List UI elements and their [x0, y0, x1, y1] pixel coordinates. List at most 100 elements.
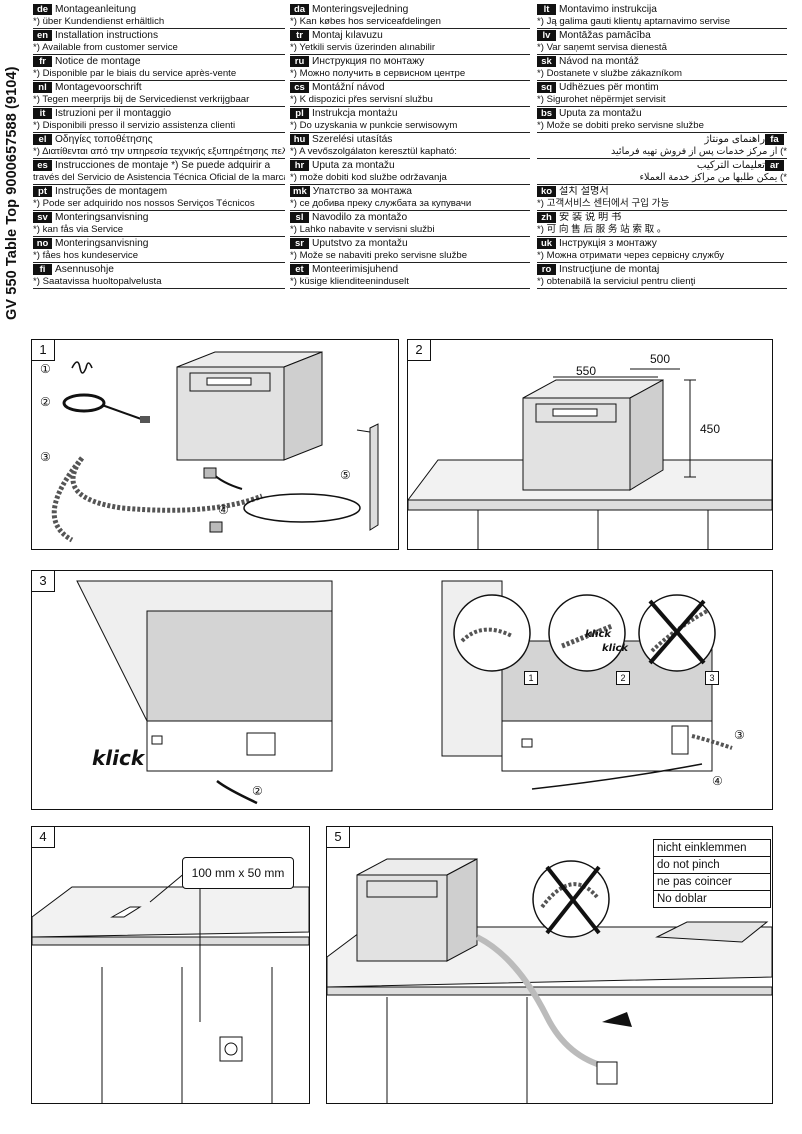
- language-title: راهنمای مونتاژ: [704, 134, 765, 145]
- language-code-badge: fr: [33, 56, 52, 67]
- language-availability-note: *) Može se nabaviti preko servisne služb…: [290, 250, 530, 263]
- language-title: Montaj kılavuzu: [312, 30, 383, 41]
- language-availability-note: *) Disponible par le biais du service ap…: [33, 68, 285, 81]
- language-code-badge: es: [33, 160, 52, 171]
- language-availability-note: *) Kan købes hos serviceafdelingen: [290, 16, 530, 29]
- language-code-badge: sl: [290, 212, 309, 223]
- language-title: Monteerimisjuhend: [312, 264, 399, 275]
- parts-illustration: [51, 351, 379, 543]
- language-code-badge: sr: [290, 238, 309, 249]
- language-code-badge: it: [33, 108, 52, 119]
- language-title: Monteringsanvisning: [55, 212, 149, 223]
- language-title: Monteringsanvisning: [55, 238, 149, 249]
- language-code-badge: mk: [290, 186, 310, 197]
- language-availability-note: *) obtenabilă la serviciul pentru clienţ…: [537, 276, 787, 289]
- panel-1-parts: 1 ① ② ③ ④ ⑤: [31, 339, 399, 550]
- language-title: Instrucţiune de montaj: [559, 264, 660, 275]
- language-code-badge: ro: [537, 264, 556, 275]
- language-title: 설치 설명서: [559, 186, 609, 197]
- language-availability-note: *) Διατίθενται από την υπηρεσία τεχνικής…: [33, 146, 285, 159]
- language-code-badge: de: [33, 4, 52, 15]
- language-code-badge: ar: [765, 160, 784, 171]
- part-label-3: ③: [40, 450, 51, 464]
- language-availability-note: *) Dostanete v službe zákazníkom: [537, 68, 787, 81]
- language-availability-note: *) يمكن طلبها من مراكز خدمة العملاء: [537, 172, 787, 185]
- language-availability-note: *) fåes hos kundeservice: [33, 250, 285, 263]
- language-availability-note: *) Var saņemt servisa dienestā: [537, 42, 787, 55]
- language-code-badge: ru: [290, 56, 309, 67]
- language-availability-note: *) Može se dobiti preko servisne službe: [537, 120, 787, 133]
- klick-label: klick: [92, 746, 145, 770]
- panel-4-cutout: 4 100 mm x 50 mm: [31, 826, 310, 1104]
- detail-label-1: 1: [524, 671, 538, 685]
- part-label-4: ④: [712, 774, 723, 788]
- language-code-badge: ko: [537, 186, 556, 197]
- language-availability-note: *) Yetkili servis üzerinden alınabilir: [290, 42, 530, 55]
- warning-label: No doblar: [657, 893, 707, 905]
- language-code-badge: tr: [290, 30, 309, 41]
- part-label-3: ③: [734, 728, 745, 742]
- language-title: Montageanleitung: [55, 4, 136, 15]
- language-title: Instrukcja montażu: [312, 108, 398, 119]
- language-availability-note: *) küsige klienditeeninduselt: [290, 276, 530, 289]
- placement-illustration: [327, 858, 772, 1103]
- language-availability-note: *) 고객서비스 센터에서 구입 가능: [537, 198, 787, 211]
- language-code-badge: sv: [33, 212, 52, 223]
- language-availability-note: *) K dispozici přes servisní službu: [290, 94, 530, 107]
- detail-label-3: 3: [705, 671, 719, 685]
- panel-number: 3: [31, 570, 55, 592]
- document-side-title: GV 550 Table Top 9000657588 (9104): [4, 66, 20, 320]
- warning-label: ne pas coincer: [654, 874, 770, 891]
- language-title: Navodilo za montažo: [312, 212, 408, 223]
- language-code-badge: fa: [765, 134, 784, 145]
- language-availability-note: *) Sigurohet nëpërmjet servisit: [537, 94, 787, 107]
- language-title: Szerelési utasítás: [312, 134, 393, 145]
- language-title: Uputa za montažu: [559, 108, 642, 119]
- language-availability-note: *) از مرکز خدمات پس از فروش تهیه فرمائید: [537, 146, 787, 159]
- language-title: Montavimo instrukcija: [559, 4, 657, 15]
- detail-label-2: 2: [616, 671, 630, 685]
- language-title: Uputstvo za montažu: [312, 238, 408, 249]
- language-title: Asennusohje: [55, 264, 114, 275]
- language-title: Інструкція з монтажу: [559, 238, 657, 249]
- language-title: Montagevoorschrift: [55, 82, 142, 93]
- warning-label: nicht einklemmen: [654, 840, 770, 857]
- language-code-badge: da: [290, 4, 309, 15]
- language-code-badge: sk: [537, 56, 556, 67]
- part-label-5: ⑤: [340, 468, 351, 482]
- language-code-badge: sq: [537, 82, 556, 93]
- language-code-badge: hu: [290, 134, 309, 145]
- part-label-4: ④: [218, 503, 229, 517]
- language-title: Инструкция по монтажу: [312, 56, 425, 67]
- cutout-size-label: 100 mm x 50 mm: [182, 857, 294, 889]
- klick-label-small-2: klick: [602, 643, 629, 654]
- panel-number: 5: [326, 826, 350, 848]
- language-title: Montážní návod: [312, 82, 385, 93]
- language-availability-note: *) се добива преку службата за купувачи: [290, 198, 530, 211]
- klick-label-small-1: klick: [585, 629, 612, 640]
